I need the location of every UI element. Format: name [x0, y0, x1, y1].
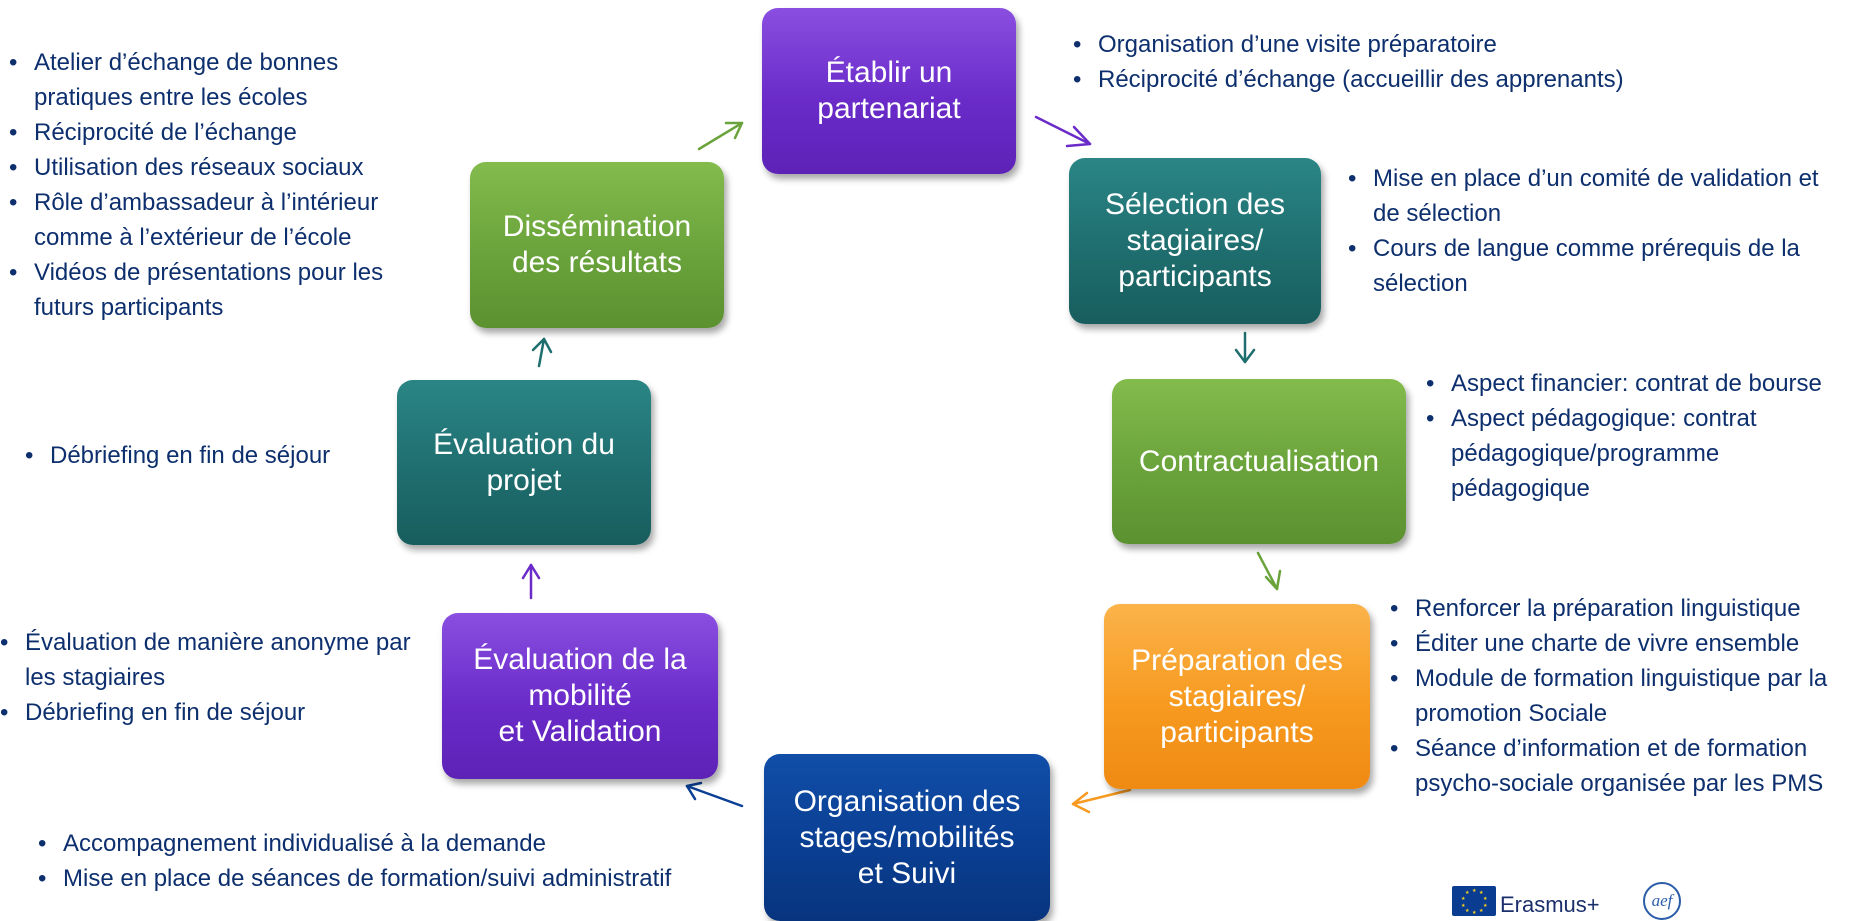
note-item: Cours de langue comme prérequis de la sé…	[1343, 231, 1823, 301]
note-item: Aspect financier: contrat de bourse	[1421, 366, 1872, 401]
notes-partenariat: Organisation d’une visite préparatoire R…	[1068, 27, 1768, 97]
note-item: Débriefing en fin de séjour	[20, 438, 380, 473]
note-item: Séance d’information et de formation psy…	[1385, 731, 1865, 801]
notes-evaluation-projet: Débriefing en fin de séjour	[20, 438, 380, 473]
arrow-partenariat-to-selection	[1034, 115, 1092, 148]
note-item: Débriefing en fin de séjour	[0, 695, 415, 730]
note-item: Mise en place d’un comité de validation …	[1343, 161, 1823, 231]
arrow-organisation-to-evaluation-mobilite	[685, 781, 744, 808]
note-item: Éditer une charte de vivre ensemble	[1385, 626, 1872, 661]
erasmus-logo-text: Erasmus+	[1500, 892, 1600, 917]
eu-flag-icon: ★ ★ ★ ★ ★ ★ ★ ★ ★ ★	[1452, 886, 1496, 916]
arrow-contractualisation-to-preparation	[1256, 551, 1282, 591]
note-item: Rôle d’ambassadeur à l’intérieur comme à…	[4, 185, 434, 255]
arrow-evaluation-projet-to-dissemination	[531, 337, 553, 368]
note-item: Évaluation de manière anonyme par les st…	[0, 625, 415, 695]
note-item: Mise en place de séances de formation/su…	[33, 861, 753, 896]
note-item: Réciprocité d’échange (accueillir des ap…	[1068, 62, 1768, 97]
note-item: Module de formation linguistique par la …	[1385, 661, 1872, 731]
notes-organisation: Accompagnement individualisé à la demand…	[33, 826, 753, 896]
note-item: Organisation d’une visite préparatoire	[1068, 27, 1768, 62]
note-item: Atelier d’échange de bonnes pratiques en…	[4, 45, 404, 115]
aef-logo: aef	[1643, 882, 1681, 920]
node-organisation: Organisation des stages/mobilités et Sui…	[764, 754, 1050, 921]
node-selection: Sélection des stagiaires/ participants	[1069, 158, 1321, 324]
arrow-dissemination-to-partenariat	[697, 121, 744, 151]
note-item: Accompagnement individualisé à la demand…	[33, 826, 753, 861]
note-item: Renforcer la préparation linguistique	[1385, 591, 1872, 626]
node-dissemination: Dissémination des résultats	[470, 162, 724, 328]
arrow-selection-to-contractualisation	[1234, 331, 1256, 364]
note-item: Vidéos de présentations pour les futurs …	[4, 255, 444, 325]
node-evaluation-projet: Évaluation du projet	[397, 380, 651, 545]
arrow-evaluation-mobilite-to-evaluation-projet	[521, 563, 541, 600]
node-contractualisation: Contractualisation	[1112, 379, 1406, 544]
arrow-preparation-to-organisation	[1071, 788, 1132, 814]
note-item: Aspect pédagogique: contrat pédagogique/…	[1421, 401, 1781, 506]
node-evaluation-mobilite: Évaluation de la mobilité et Validation	[442, 613, 718, 779]
node-partenariat: Établir un partenariat	[762, 8, 1016, 174]
notes-preparation: Renforcer la préparation linguistique Éd…	[1385, 591, 1872, 801]
note-item: Utilisation des réseaux sociaux	[4, 150, 424, 185]
notes-selection: Mise en place d’un comité de validation …	[1343, 161, 1823, 301]
notes-contractualisation: Aspect financier: contrat de bourse Aspe…	[1421, 366, 1872, 506]
notes-evaluation-mobilite: Évaluation de manière anonyme par les st…	[0, 625, 415, 730]
note-item: Réciprocité de l’échange	[4, 115, 424, 150]
notes-dissemination: Atelier d’échange de bonnes pratiques en…	[4, 45, 424, 325]
node-preparation: Préparation des stagiaires/ participants	[1104, 604, 1370, 789]
